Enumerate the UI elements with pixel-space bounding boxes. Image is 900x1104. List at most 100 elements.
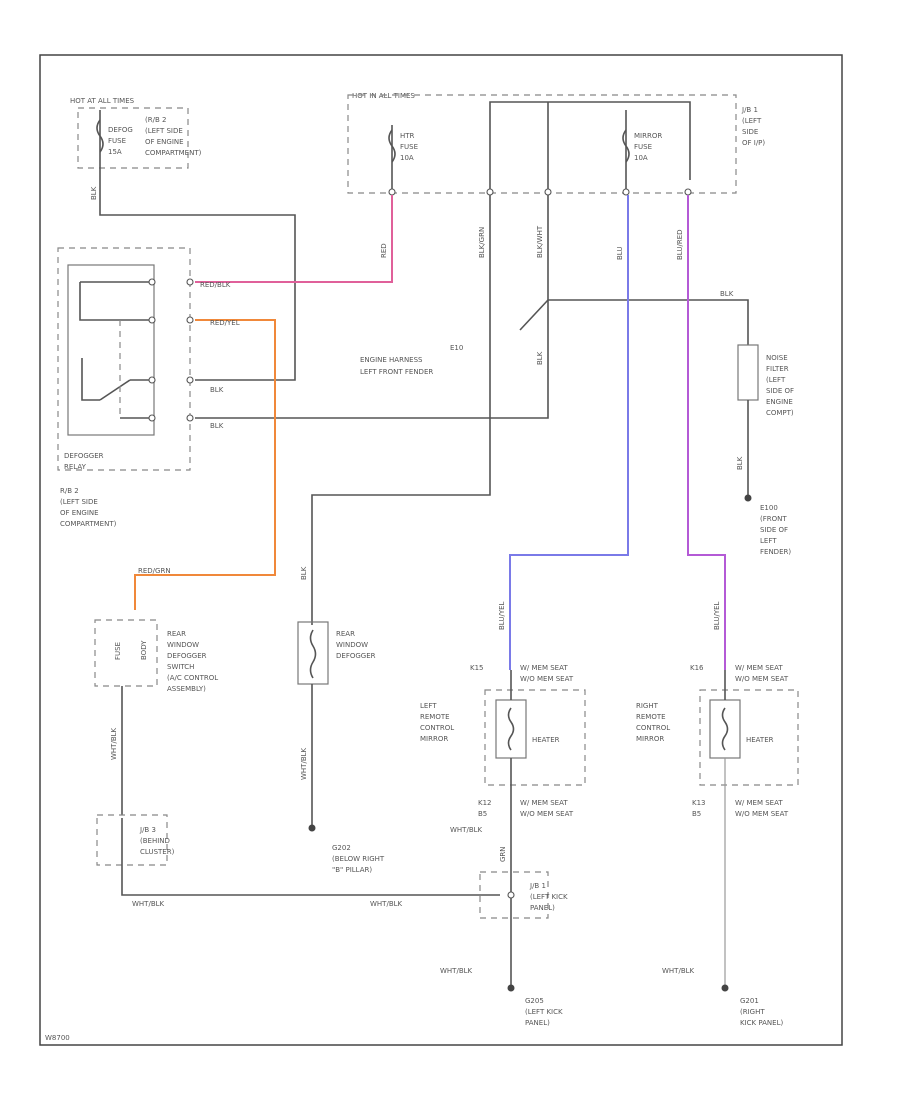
ground-e100-line2: (FRONT (760, 515, 787, 523)
right-mirror-line2: REMOTE (636, 713, 666, 721)
wire-label-wht-blk-def: WHT/BLK (300, 747, 308, 780)
right-mirror-line4: MIRROR (636, 735, 664, 743)
g205-line1: G205 (525, 997, 544, 1005)
wire-label-blk-relay-gnd: BLK (210, 422, 224, 430)
relay-terminal-1 (148, 278, 156, 286)
right-mirror-w-mem-b: W/ MEM SEAT (735, 799, 783, 807)
wire-label-wht-blk-g201: WHT/BLK (662, 967, 695, 975)
k-right-top: K16 (690, 664, 704, 672)
jb1-bottom-line1: J/B 1 (529, 882, 546, 890)
g201-line2: (RIGHT (740, 1008, 765, 1016)
footer-code: W8700 (45, 1034, 70, 1042)
wire-label-blk-gnd: BLK (736, 456, 744, 470)
defogger-relay-line2: RELAY (64, 463, 87, 471)
relay-contact (99, 379, 131, 401)
defogger-grid-symbol (309, 629, 317, 679)
relay-terminal-3b (186, 376, 194, 384)
rear-switch-line2: WINDOW (167, 641, 199, 649)
rb2-bottom-line2: (LEFT SIDE (60, 498, 98, 506)
g202-line2: (BELOW RIGHT (332, 855, 385, 863)
htr-fuse-line2: FUSE (400, 143, 418, 151)
rear-window-defogger (297, 621, 329, 685)
wire-label-blu: BLU (616, 247, 624, 260)
right-mirror-box (699, 689, 799, 786)
g201-line3: KICK PANEL) (740, 1019, 783, 1027)
left-heater-label: HEATER (532, 736, 560, 744)
g205-line2: (LEFT KICK (525, 1008, 563, 1016)
wire-label-red: RED (380, 243, 388, 258)
jb1-bus-bar (489, 101, 691, 190)
wire-label-blk-mid: BLK (536, 351, 544, 365)
defogger-ground-bus (311, 195, 491, 625)
left-mirror-wo-mem-b: W/O MEM SEAT (520, 810, 574, 818)
relay-terminal-2b (186, 316, 194, 324)
noise-filter-line1: NOISE (766, 354, 788, 362)
jb1-terminal-mirror-left (622, 188, 630, 196)
rb2-bottom-line3: OF ENGINE (60, 509, 99, 517)
wire-label-red-yel: RED/YEL (210, 319, 240, 327)
g205-line3: PANEL) (525, 1019, 550, 1027)
hot-label-left: HOT AT ALL TIMES (70, 97, 135, 105)
left-mirror-feed-blue (509, 195, 629, 670)
mirror-fuse-symbol (622, 129, 630, 163)
defogger-relay-line1: DEFOGGER (64, 452, 104, 460)
hot-label-top: HOT IN ALL TIMES (352, 92, 415, 100)
wire-label-red-blk: RED/BLK (200, 281, 231, 289)
right-mirror-wo-mem: W/O MEM SEAT (735, 675, 789, 683)
g202-line1: G202 (332, 844, 351, 852)
g201-line1: G201 (740, 997, 759, 1005)
wire-label-wht-blk-sw: WHT/BLK (110, 727, 118, 760)
wire-label-wht-blk-g205: WHT/BLK (440, 967, 473, 975)
defog-fuse-symbol (96, 119, 104, 153)
switch-ground-bus (121, 818, 500, 896)
noise-filter-line5: ENGINE (766, 398, 793, 406)
rear-switch-line3: DEFOGGER (167, 652, 207, 660)
relay-terminal-3 (148, 376, 156, 384)
htr-fuse-line1: HTR (400, 132, 415, 140)
ground-e100-line1: E100 (760, 504, 778, 512)
mirror-fuse-line2: FUSE (634, 143, 652, 151)
rear-switch-line6: ASSEMBLY) (167, 685, 206, 693)
mirror-fuse-line1: MIRROR (634, 132, 662, 140)
jb1-top-line3: SIDE (742, 128, 758, 136)
ground-g205-dot (507, 984, 515, 992)
defog-fuse-line2: FUSE (108, 137, 126, 145)
relay-terminal-2 (148, 316, 156, 324)
wire-label-blk-relay: BLK (210, 386, 224, 394)
mirror-fuse-line3: 10A (634, 154, 648, 162)
rb2-top-line1: (R/B 2 (145, 116, 166, 124)
jb1-top-line4: OF I/P) (742, 139, 765, 147)
jb1-top-line2: (LEFT (742, 117, 762, 125)
jb3-line3: CLUSTER) (140, 848, 175, 856)
rear-window-defogger-switch (94, 619, 158, 687)
jb1-terminal-htr (388, 188, 396, 196)
jb1-top-line1: J/B 1 (741, 106, 758, 114)
wire-label-blu-red: BLU/RED (676, 229, 684, 260)
left-mirror-box (484, 689, 586, 786)
relay-switch-wire (81, 358, 100, 401)
rb2-top-line4: COMPARTMENT) (145, 149, 202, 157)
left-heater-symbol (507, 707, 515, 751)
rear-switch-line4: SWITCH (167, 663, 194, 671)
rb2-bottom-line1: R/B 2 (60, 487, 79, 495)
switch-label-1: FUSE (114, 642, 122, 660)
relay-ground-wire (195, 300, 549, 419)
g202-line3: "B" PILLAR) (332, 866, 372, 874)
jb1-terminal-mirror-right (684, 188, 692, 196)
rb2-top-line3: OF ENGINE (145, 138, 184, 146)
ground-e100-line4: LEFT (760, 537, 777, 545)
ground-g202-dot (308, 824, 316, 832)
right-heater-symbol (721, 707, 729, 751)
wire-label-blk-def: BLK (300, 566, 308, 580)
defog-fuse-line1: DEFOG (108, 126, 133, 134)
noise-filter-line6: COMPT) (766, 409, 794, 417)
noise-filter (737, 344, 759, 401)
wire-label-red-grn: RED/GRN (138, 567, 171, 575)
left-mirror-line4: MIRROR (420, 735, 448, 743)
ground-e100-line3: SIDE OF (760, 526, 788, 534)
rb2-relay-box (57, 247, 191, 471)
htr-fuse-symbol (388, 129, 396, 163)
wire-label-blu-yel-left: BLU/YEL (498, 601, 506, 630)
engine-harness-line3: LEFT FRONT FENDER (360, 368, 433, 376)
